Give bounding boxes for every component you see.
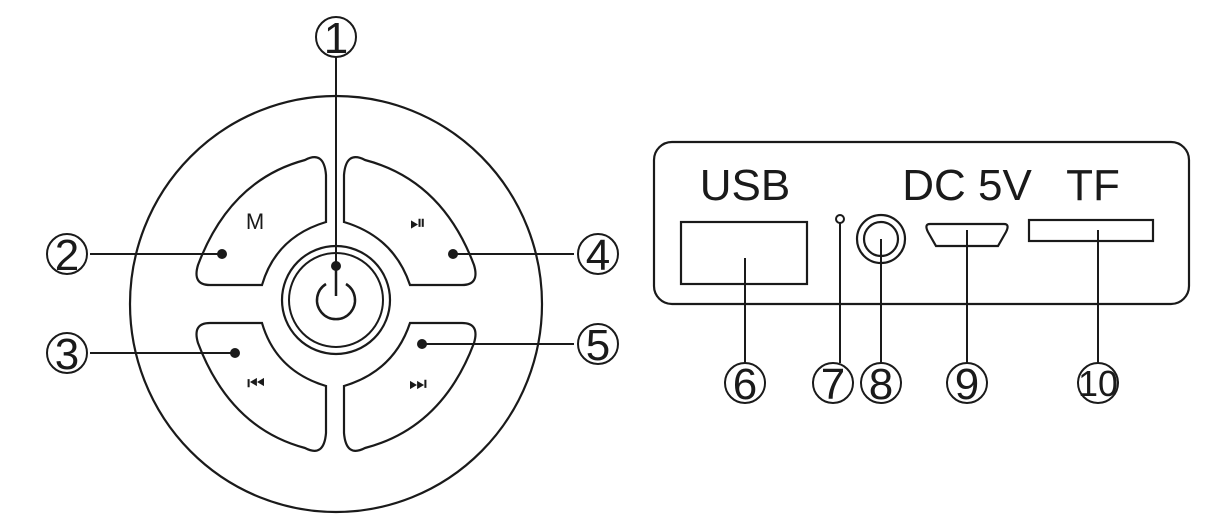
leader-dot-1 bbox=[331, 261, 341, 271]
svg-text:7: 7 bbox=[821, 360, 845, 409]
svg-text:6: 6 bbox=[733, 360, 757, 409]
control-panel: M ⏯ ⏮ ⏭ 1 2 3 4 bbox=[46, 14, 619, 514]
svg-text:5: 5 bbox=[586, 321, 610, 370]
dc-label: DC 5V bbox=[902, 161, 1032, 210]
indicator-led bbox=[835, 214, 845, 224]
tf-label: TF bbox=[1066, 161, 1120, 210]
leader-dot-2 bbox=[217, 249, 227, 259]
leader-dot-4 bbox=[448, 249, 458, 259]
port-panel-frame bbox=[652, 140, 1191, 306]
usb-label: USB bbox=[700, 161, 790, 210]
svg-text:8: 8 bbox=[869, 360, 893, 409]
tf-card-slot bbox=[1027, 218, 1155, 243]
svg-text:9: 9 bbox=[955, 360, 979, 409]
callout-8: 8 bbox=[860, 360, 902, 409]
dc-5v-port bbox=[925, 222, 1009, 248]
svg-text:2: 2 bbox=[55, 231, 79, 280]
callout-7: 7 bbox=[812, 360, 854, 409]
callout-1: 1 bbox=[315, 14, 357, 63]
leader-dot-5 bbox=[417, 339, 427, 349]
play-pause-button[interactable] bbox=[342, 156, 477, 287]
svg-text:10: 10 bbox=[1078, 363, 1118, 404]
port-panel: USB DC 5V TF 6 7 8 9 bbox=[652, 140, 1191, 409]
mode-button[interactable] bbox=[195, 156, 328, 287]
mode-label: M bbox=[246, 209, 264, 234]
callout-9: 9 bbox=[946, 360, 988, 409]
previous-icon: ⏮ bbox=[247, 371, 265, 395]
play-pause-icon: ⏯ bbox=[410, 210, 426, 234]
svg-text:1: 1 bbox=[324, 14, 348, 63]
callout-2: 2 bbox=[46, 231, 88, 280]
next-icon: ⏭ bbox=[409, 371, 427, 395]
previous-button[interactable] bbox=[195, 321, 328, 452]
callout-10: 10 bbox=[1077, 362, 1119, 404]
svg-text:4: 4 bbox=[586, 231, 610, 280]
callout-3: 3 bbox=[46, 330, 88, 379]
callout-4: 4 bbox=[577, 231, 619, 280]
leader-dot-3 bbox=[230, 348, 240, 358]
svg-text:3: 3 bbox=[55, 330, 79, 379]
callout-6: 6 bbox=[724, 360, 766, 409]
next-button[interactable] bbox=[342, 321, 477, 452]
power-icon bbox=[315, 282, 357, 321]
callout-5: 5 bbox=[577, 321, 619, 370]
